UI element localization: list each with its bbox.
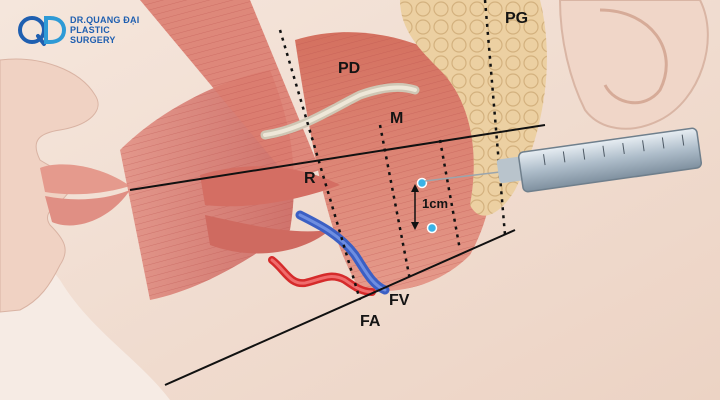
label-risorius: R bbox=[304, 170, 316, 187]
label-facial-artery: FA bbox=[360, 313, 381, 330]
ear-helix bbox=[599, 8, 668, 105]
measure-arrow-up bbox=[411, 184, 419, 192]
lower-lip bbox=[45, 190, 130, 226]
ear bbox=[558, 0, 709, 130]
facial-artery-highlight bbox=[270, 258, 374, 294]
lower-reference-line bbox=[164, 229, 516, 386]
injection-point-lower bbox=[426, 222, 438, 234]
dotted-line-1 bbox=[278, 29, 362, 301]
parotid-duct-highlight bbox=[263, 85, 417, 137]
depressor-muscle bbox=[205, 215, 330, 254]
upper-lip bbox=[40, 164, 130, 195]
label-measure-1cm: 1cm bbox=[422, 196, 449, 211]
brand-line-2: PLASTIC bbox=[70, 25, 110, 35]
brand-logo: DR.QUANG ĐẠI PLASTIC SURGERY bbox=[18, 12, 139, 48]
dotted-line-3 bbox=[438, 139, 462, 251]
label-parotid-gland: PG bbox=[505, 10, 529, 27]
masseter-fibers bbox=[295, 32, 494, 292]
qd-logo-icon bbox=[18, 16, 66, 46]
label-parotid-duct: PD bbox=[338, 60, 361, 77]
dotted-line-2 bbox=[378, 124, 412, 281]
brand-line-1: DR.QUANG ĐẠI bbox=[70, 15, 140, 25]
injection-point-upper bbox=[416, 177, 428, 189]
brand-line-3: SURGERY bbox=[70, 35, 116, 45]
label-facial-vein: FV bbox=[389, 292, 410, 309]
facial-vein-highlight bbox=[298, 213, 387, 292]
measure-arrow-down bbox=[411, 222, 419, 230]
label-masseter: M bbox=[390, 110, 404, 127]
upper-reference-line bbox=[129, 124, 546, 191]
syringe-icon bbox=[424, 127, 703, 193]
brand-name: DR.QUANG ĐẠI PLASTIC SURGERY bbox=[70, 15, 139, 45]
risorius-muscle bbox=[200, 166, 340, 207]
